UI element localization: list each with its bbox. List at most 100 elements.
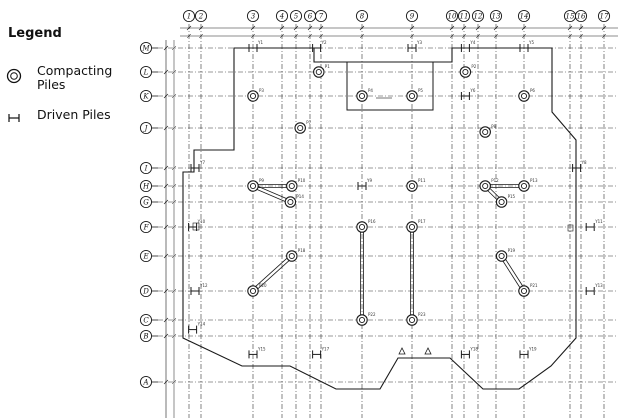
compacting-pile-p17: P17 (406, 219, 426, 233)
column-bubble-circle (489, 9, 503, 23)
compacting-pile-label: P18 (298, 248, 306, 253)
column-bubble-circle (597, 9, 611, 23)
driven-pile-y14: Y14 (188, 322, 206, 334)
column-bubble-label: 11 (460, 13, 469, 21)
compacting-pile-p18: P18 (286, 248, 306, 262)
driven-pile-y2: Y2 (312, 40, 327, 52)
column-bubble-label: 13 (492, 13, 501, 21)
dimension-tick-top (521, 25, 527, 31)
compacting-pile-p1: P1 (313, 64, 330, 78)
row-bubble-E: E (139, 249, 158, 263)
row-bubble-label: J (143, 125, 149, 133)
compacting-pile-icon (406, 90, 418, 102)
compacting-pile-label: P15 (508, 194, 516, 199)
compacting-pile-icon (406, 221, 418, 233)
dimension-tick-top-2 (307, 33, 313, 39)
driven-pile-label: Y10 (197, 219, 206, 224)
column-bubble-16: 16 (574, 9, 588, 23)
compacting-pile-core (482, 182, 489, 190)
driven-pile-label: Y11 (594, 219, 603, 224)
dimension-tick-top-2 (449, 33, 455, 39)
column-bubble-label: 2 (198, 13, 204, 21)
compacting-pile-p12: P12 (479, 178, 499, 192)
column-bubble-circle (457, 9, 471, 23)
dimension-tick-top-2 (578, 33, 584, 39)
column-bubble-9: 9 (405, 9, 419, 23)
row-bubble-label: C (143, 317, 149, 325)
compacting-pile-icon (294, 122, 306, 134)
dimension-tick-top-2 (409, 33, 415, 39)
column-bubble-label: 16 (577, 13, 586, 21)
compacting-pile-core (288, 252, 295, 260)
compacting-pile-label: P2 (471, 64, 476, 69)
compacting-pile-core (287, 198, 294, 206)
dimension-tick-top (493, 25, 499, 31)
column-bubble-label: 9 (410, 13, 415, 21)
column-bubble-7: 7 (314, 9, 328, 23)
column-bubble-13: 13 (489, 9, 503, 23)
column-bubble-circle (574, 9, 588, 23)
driven-pile-label: Y18 (469, 346, 478, 351)
compacting-pile-p6: P6 (518, 88, 535, 102)
row-bubble-A: A (139, 375, 158, 389)
compacting-pile-p4: P4 (356, 88, 373, 102)
compacting-pile-core (249, 92, 257, 100)
row-bubble-label: F (143, 224, 150, 232)
driven-pile-label: Y12 (199, 283, 208, 288)
column-bubble-label: 8 (360, 13, 365, 21)
row-bubble-label: L (143, 69, 149, 77)
compacting-pile-icon (495, 196, 508, 208)
driven-pile-label: Y14 (197, 322, 206, 327)
driven-pile-label: Y6 (469, 88, 475, 93)
compacting-pile-p22: P22 (356, 312, 376, 326)
compacting-pile-label: P6 (530, 88, 535, 93)
dimension-tick-left-2 (171, 45, 177, 51)
dimension-tick-top-2 (475, 33, 481, 39)
driven-pile-y10: Y10 (188, 219, 206, 231)
compacting-pile-label: P23 (418, 312, 426, 317)
compacting-pile-label: P8 (491, 124, 496, 129)
driven-pile-label: Y4 (469, 40, 475, 45)
compacting-pile-p15: P15 (495, 194, 516, 208)
compacting-pile-core (408, 223, 416, 231)
row-bubble-label: H (142, 183, 150, 191)
compacting-pile-core (249, 182, 257, 190)
column-bubble-circle (289, 9, 303, 23)
dimension-tick-top-2 (293, 33, 299, 39)
driven-pile-label: Y8 (581, 160, 587, 165)
compacting-pile-label: P13 (530, 178, 538, 183)
dimension-tick-left (163, 224, 169, 230)
legend-title: Legend (8, 26, 62, 41)
compacting-pile-label: P20 (259, 283, 267, 288)
column-bubble-circle (405, 9, 419, 23)
dimension-tick-left (163, 379, 169, 385)
compacting-pile-label: P21 (530, 283, 538, 288)
driven-pile-y4: Y4 (460, 40, 476, 52)
column-bubble-2: 2 (194, 9, 208, 23)
compacting-pile-p16: P16 (356, 219, 376, 233)
driven-pile-label: Y19 (528, 346, 537, 351)
column-bubble-11: 11 (457, 9, 471, 23)
dimension-tick-left-2 (171, 199, 177, 205)
column-bubble-label: 5 (294, 13, 299, 21)
column-bubble-17: 17 (597, 9, 611, 23)
dimension-tick-left (163, 183, 169, 189)
dimension-tick-left-2 (171, 165, 177, 171)
column-bubble-circle (314, 9, 328, 23)
driven-pile-y18: Y18 (460, 346, 478, 359)
legend-item-compacting-piles: Compacting Piles (0, 64, 136, 100)
compacting-pile-icon (495, 250, 508, 262)
column-bubble-label: 3 (251, 13, 256, 21)
compacting-pile-label: P5 (418, 88, 423, 93)
pile-link-line (251, 254, 291, 291)
dimension-tick-left (163, 45, 169, 51)
compacting-pile-label: P3 (259, 88, 264, 93)
row-bubble-label: G (143, 199, 149, 207)
compacting-pile-icon (247, 180, 259, 192)
column-bubble-1: 1 (182, 9, 196, 23)
compacting-pile-label: P22 (368, 312, 376, 317)
compacting-pile-label: P17 (418, 219, 426, 224)
driven-pile-y8: Y8 (572, 160, 587, 172)
